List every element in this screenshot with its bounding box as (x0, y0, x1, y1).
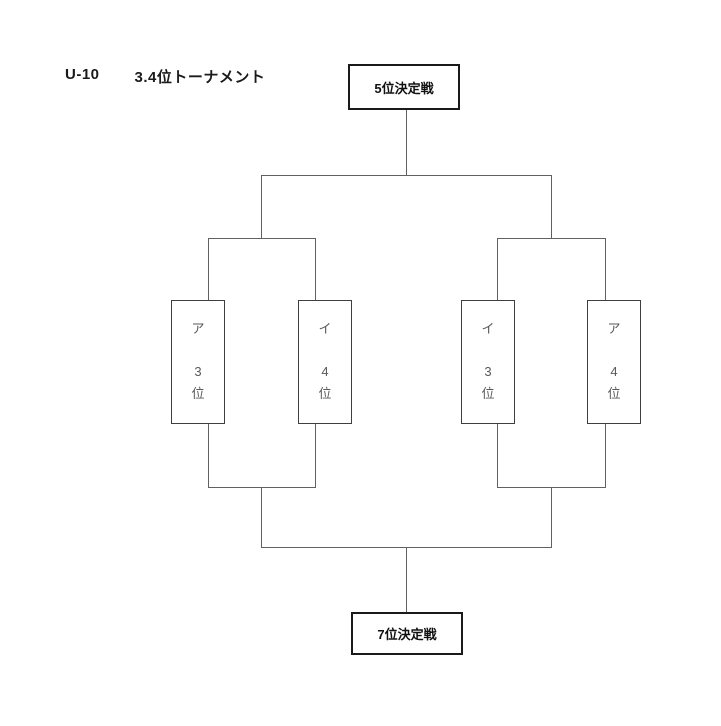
team-slot-text: イ (481, 321, 495, 336)
connector-line (207, 423, 209, 488)
seventh-place-match-box: 7位決定戦 (351, 612, 463, 655)
connector-line (314, 238, 316, 301)
connector-line (496, 423, 498, 488)
connector-line (260, 175, 262, 239)
team-slot-i-3rd: イ 3 位 (461, 300, 515, 424)
team-slot-text: 位 (318, 385, 332, 401)
connector-line (207, 238, 209, 301)
team-slot-text: 4 (321, 364, 329, 379)
team-slot-a-3rd: ア 3 位 (171, 300, 225, 424)
connector-line (261, 174, 552, 176)
team-slot-text: 4 (610, 364, 618, 379)
connector-line (260, 487, 262, 548)
connector-line (550, 487, 552, 548)
connector-line (604, 238, 606, 301)
connector-line (208, 486, 316, 488)
team-slot-i-4th: イ 4 位 (298, 300, 352, 424)
team-slot-text (488, 340, 489, 362)
team-slot-text (325, 340, 326, 362)
connector-line (550, 175, 552, 239)
team-slot-a-4th: ア 4 位 (587, 300, 641, 424)
fifth-place-match-label: 5位決定戦 (374, 80, 434, 96)
connector-line (405, 110, 407, 176)
team-slot-text: ア (191, 321, 205, 336)
age-category-label: U-10 (65, 66, 100, 83)
team-slot-text: 位 (191, 385, 205, 401)
team-slot-text: 位 (607, 385, 621, 401)
seventh-place-match-label: 7位決定戦 (377, 627, 437, 642)
connector-line (405, 547, 407, 613)
team-slot-text: 3 (194, 364, 202, 379)
connector-line (604, 423, 606, 488)
page-title: 3.4位トーナメント (134, 69, 266, 86)
page-header: U-10 3.4位トーナメント (65, 66, 265, 87)
team-slot-text (198, 340, 199, 362)
team-slot-text: 3 (484, 364, 492, 379)
connector-line (496, 238, 498, 301)
connector-line (208, 237, 316, 239)
connector-line (497, 237, 605, 239)
team-slot-text: イ (318, 321, 332, 336)
team-slot-text: ア (607, 321, 621, 336)
team-slot-text (614, 340, 615, 362)
connector-line (314, 423, 316, 488)
team-slot-text: 位 (481, 385, 495, 401)
fifth-place-match-box: 5位決定戦 (348, 64, 460, 110)
